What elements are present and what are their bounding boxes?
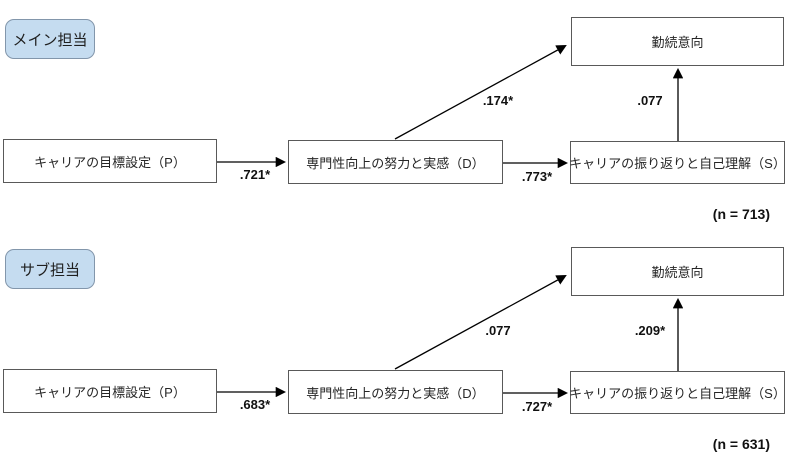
coefficient-effort-to-reflection: .727*: [521, 399, 553, 414]
coefficient-effort-to-retention: .077: [485, 323, 511, 338]
sample-size-main: (n = 713): [712, 206, 770, 222]
box-career-reflection: キャリアの振り返りと自己理解（S）: [569, 141, 786, 184]
panel-main-group: メイン担当 キャリアの目標設定（P） 専門性向上の努力と実感（D） キャリアの振…: [3, 17, 786, 222]
coefficient-reflection-to-retention: .077: [637, 93, 663, 108]
coefficient-effort-to-retention: .174*: [482, 93, 514, 108]
coefficient-effort-to-reflection: .773*: [521, 169, 553, 184]
box-expertise-effort: 専門性向上の努力と実感（D）: [288, 140, 503, 184]
coefficient-goal-to-effort: .683*: [239, 397, 271, 412]
box-career-goal-setting: キャリアの目標設定（P）: [3, 369, 217, 413]
group-label-sub: サブ担当: [5, 249, 95, 289]
box-retention-intention: 勤続意向: [571, 17, 784, 66]
arrow-effort-to-retention: [394, 275, 567, 370]
box-career-goal-setting: キャリアの目標設定（P）: [3, 139, 217, 183]
arrow-layer: [217, 45, 684, 169]
box-career-reflection: キャリアの振り返りと自己理解（S）: [569, 371, 786, 414]
coefficient-reflection-to-retention: .209*: [634, 323, 666, 338]
coefficient-goal-to-effort: .721*: [239, 167, 271, 182]
arrow-effort-to-retention: [394, 45, 567, 140]
panel-sub-group: サブ担当 キャリアの目標設定（P） 専門性向上の努力と実感（D） キャリアの振り…: [0, 230, 790, 475]
sample-size-sub: (n = 631): [712, 436, 770, 452]
arrow-layer: [217, 275, 684, 399]
box-expertise-effort: 専門性向上の努力と実感（D）: [288, 370, 503, 414]
box-retention-intention: 勤続意向: [571, 247, 784, 296]
group-label-main: メイン担当: [5, 19, 95, 59]
